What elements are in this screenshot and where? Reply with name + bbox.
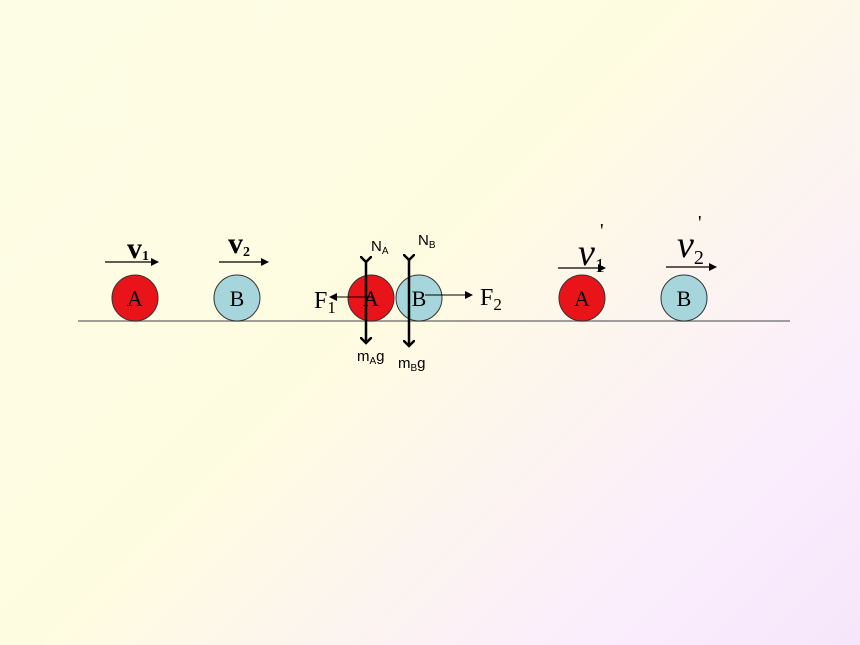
v2-label: v2 xyxy=(228,227,250,260)
before-collision-group: A B v1 v2 xyxy=(105,227,269,322)
ball-b-before xyxy=(213,274,261,322)
ball-a-before xyxy=(111,274,159,322)
ball-a-before-label: A xyxy=(127,286,143,311)
v2-prime-label: v2 xyxy=(677,224,704,269)
nb-label: NB xyxy=(418,232,436,251)
ball-b-collide-label: B xyxy=(412,286,427,311)
ball-b-after xyxy=(660,274,708,322)
mbg-label: mBg xyxy=(398,355,426,374)
v2-prime-mark: ' xyxy=(698,212,702,234)
ball-a-after xyxy=(558,274,606,322)
ball-b-after-label: B xyxy=(677,286,692,311)
ball-b-before-label: B xyxy=(230,286,245,311)
after-collision-group: A B v1 ' v2 ' xyxy=(558,212,717,322)
ball-a-after-label: A xyxy=(574,286,590,311)
f1-label: F1 xyxy=(314,288,336,317)
mag-label: mAg xyxy=(357,348,385,367)
v1-label: v1 xyxy=(127,232,149,265)
v1-prime-label: v1 xyxy=(578,232,605,277)
during-collision-group: A B F1 F2 NA NB mAg mBg xyxy=(314,232,502,374)
na-label: NA xyxy=(371,238,389,257)
f2-label: F2 xyxy=(480,285,502,314)
v1-prime-mark: ' xyxy=(600,220,604,242)
